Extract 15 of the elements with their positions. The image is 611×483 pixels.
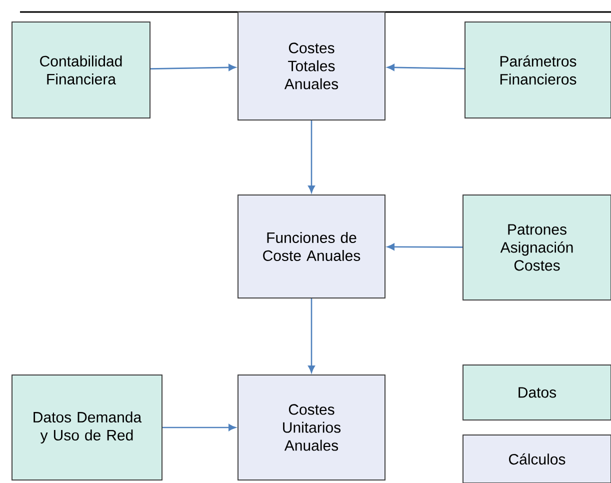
process-box: Parámetros Financieros: [464, 22, 611, 118]
arrow: [150, 64, 236, 71]
arrow: [308, 120, 315, 193]
process-box: Funciones de Coste Anuales: [238, 194, 386, 298]
legend-label: Cálculos: [509, 453, 566, 465]
process-box: Contabilidad Financiera: [12, 22, 150, 118]
process-box: Costes Totales Anuales: [238, 12, 386, 120]
process-box: Datos Demanda y Uso de Red: [12, 374, 162, 480]
arrow: [308, 298, 315, 373]
arrow: [387, 243, 462, 250]
arrow: [162, 424, 236, 431]
process-box: Patrones Asignación Costes: [462, 194, 611, 300]
arrow: [387, 64, 465, 71]
process-box: Costes Unitarios Anuales: [238, 374, 386, 480]
legend-label: Datos: [518, 387, 556, 398]
